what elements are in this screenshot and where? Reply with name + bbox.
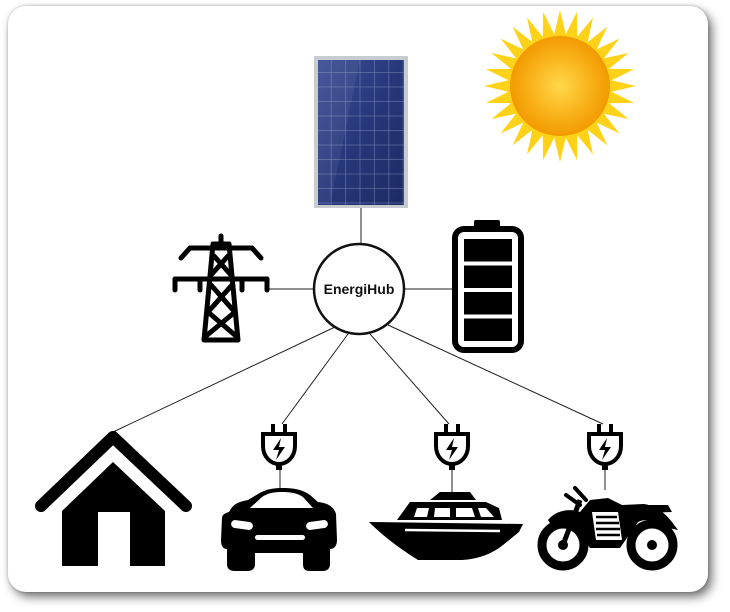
sun-icon [484,10,636,162]
battery-level [464,239,512,341]
solar-panel-icon [314,56,408,208]
ev-plug-icon [261,424,297,470]
battery-bar [464,239,512,262]
line-hub-car [281,333,349,425]
power-pylon-icon [172,233,270,343]
boat-icon [369,492,523,560]
house-icon [35,431,192,566]
battery-icon [452,220,524,353]
battery-bar [464,318,512,341]
battery-bar [464,292,512,315]
line-hub-boat [369,333,450,425]
line-hub-house [112,326,336,433]
battery-bar [464,265,512,288]
connections [112,205,606,500]
ev-plug-icon [587,424,623,470]
line-hub-motorcycle [387,324,604,425]
ev-plug-icon [434,424,470,470]
car-icon [221,488,337,571]
hub-label: EnergiHub [324,281,395,297]
motorcycle-icon [537,486,678,571]
energihub-node: EnergiHub [312,242,406,336]
